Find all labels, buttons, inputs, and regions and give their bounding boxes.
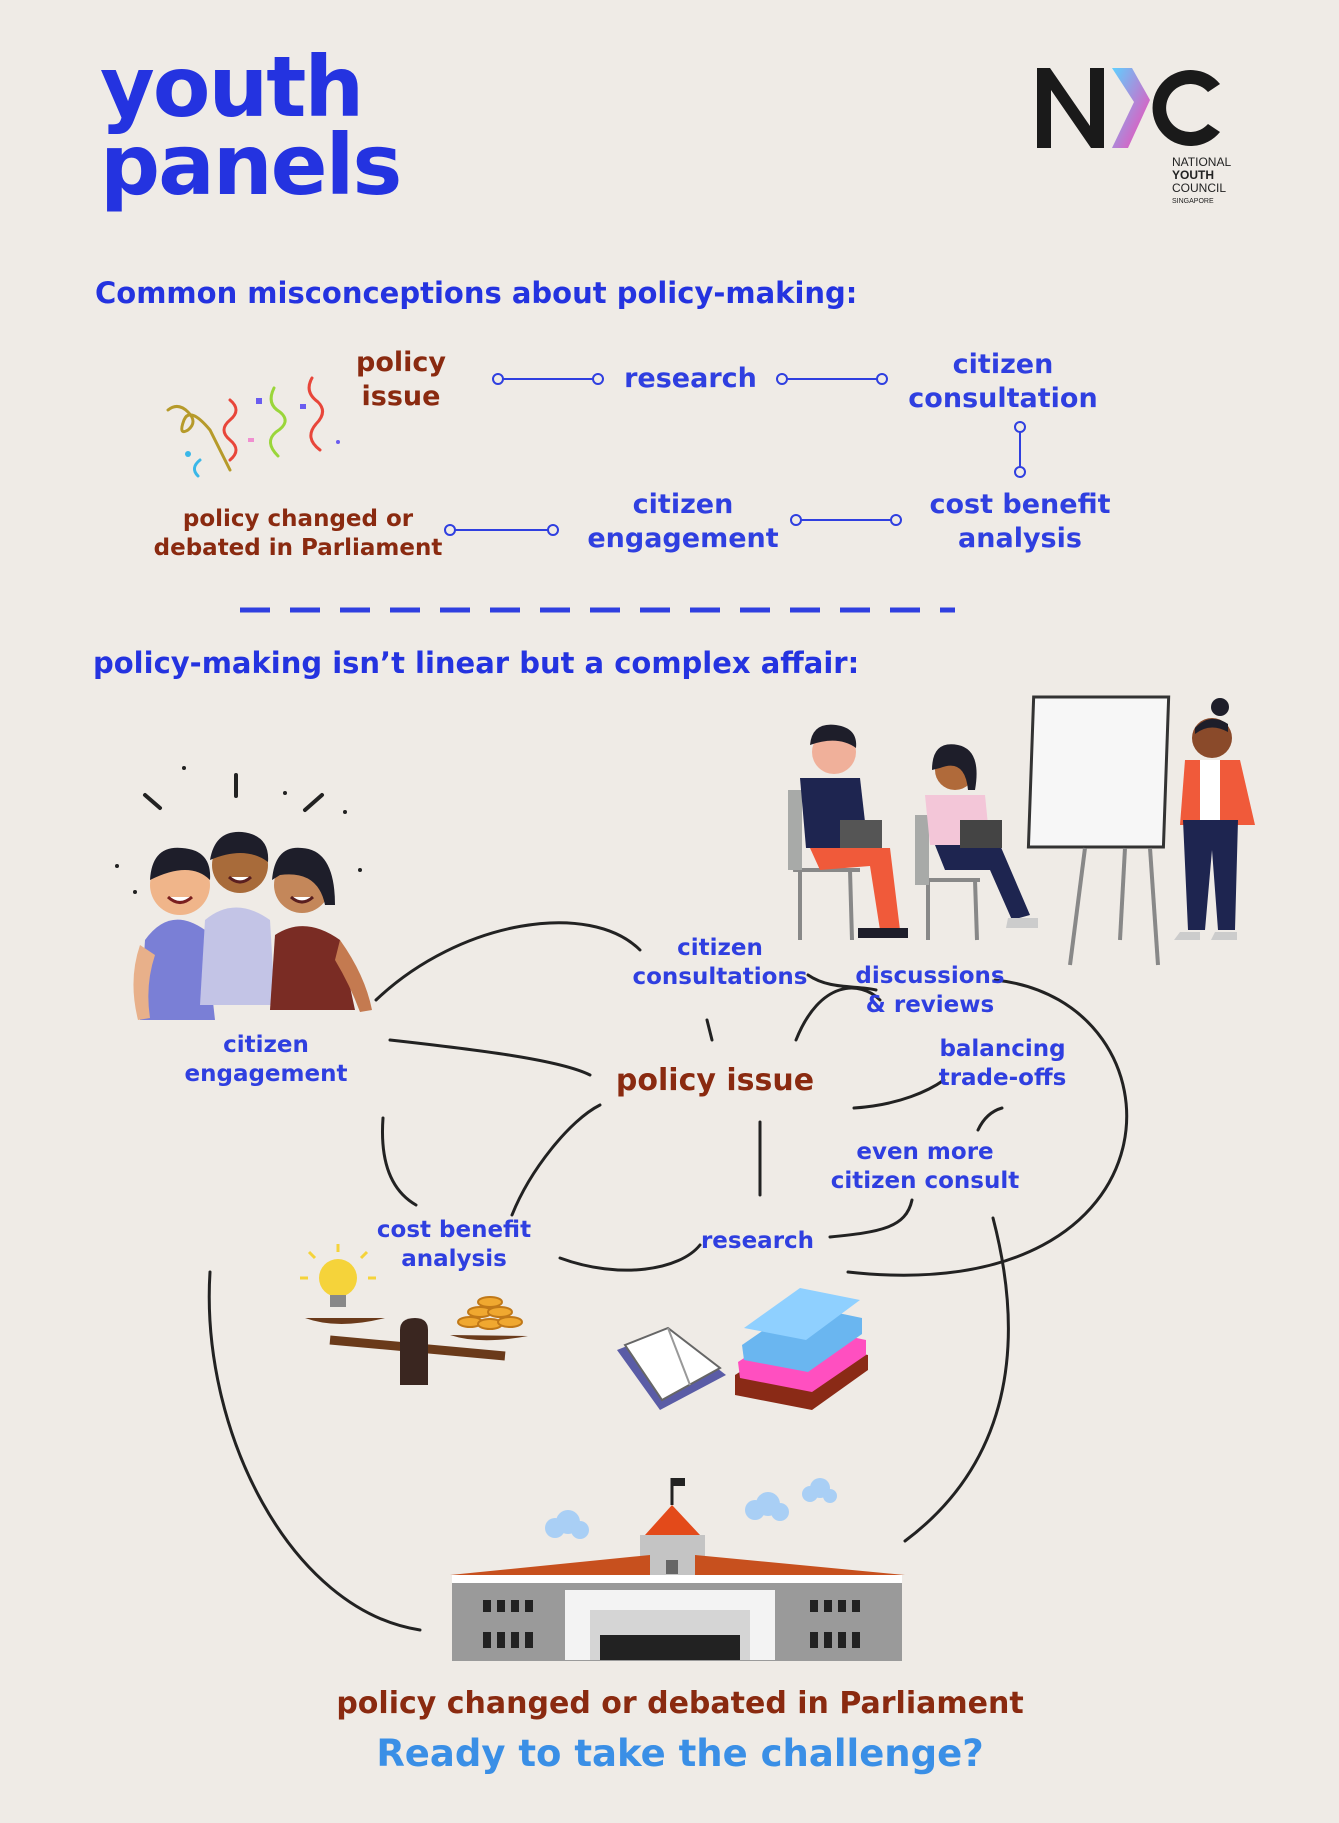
logo-line-council: COUNCIL (1172, 181, 1227, 195)
node-research: research (700, 1228, 815, 1254)
step-research: research (624, 363, 757, 394)
center-policy-issue: policy issue (615, 1063, 815, 1098)
cloud-icon (545, 1478, 837, 1539)
logo-line-national: NATIONAL (1172, 155, 1232, 169)
cta-text: Ready to take the challenge? (376, 1732, 984, 1775)
open-book-icon (617, 1326, 726, 1410)
lightbulb-icon (300, 1244, 376, 1307)
flag-icon (670, 1478, 685, 1505)
nyc-logo-mark (1037, 68, 1220, 148)
coins-icon (457, 1296, 523, 1330)
node-discussions-reviews: discussions& reviews (855, 963, 1005, 1018)
book-stack-icon (735, 1288, 868, 1410)
misconceptions-heading: Common misconceptions about policy-makin… (95, 276, 858, 310)
logo-line-youth: YOUTH (1172, 168, 1214, 182)
outcome-parliament: policy changed or debated in Parliament (336, 1686, 1024, 1721)
page-title: youth panels (100, 38, 402, 214)
nyc-logo: NATIONAL YOUTH COUNCIL SINGAPORE (1032, 60, 1242, 210)
title-line-2: panels (100, 116, 402, 214)
complex-heading: policy-making isn’t linear but a complex… (93, 646, 860, 680)
title-line-1: youth (100, 38, 364, 136)
logo-line-singapore: SINGAPORE (1172, 198, 1214, 205)
